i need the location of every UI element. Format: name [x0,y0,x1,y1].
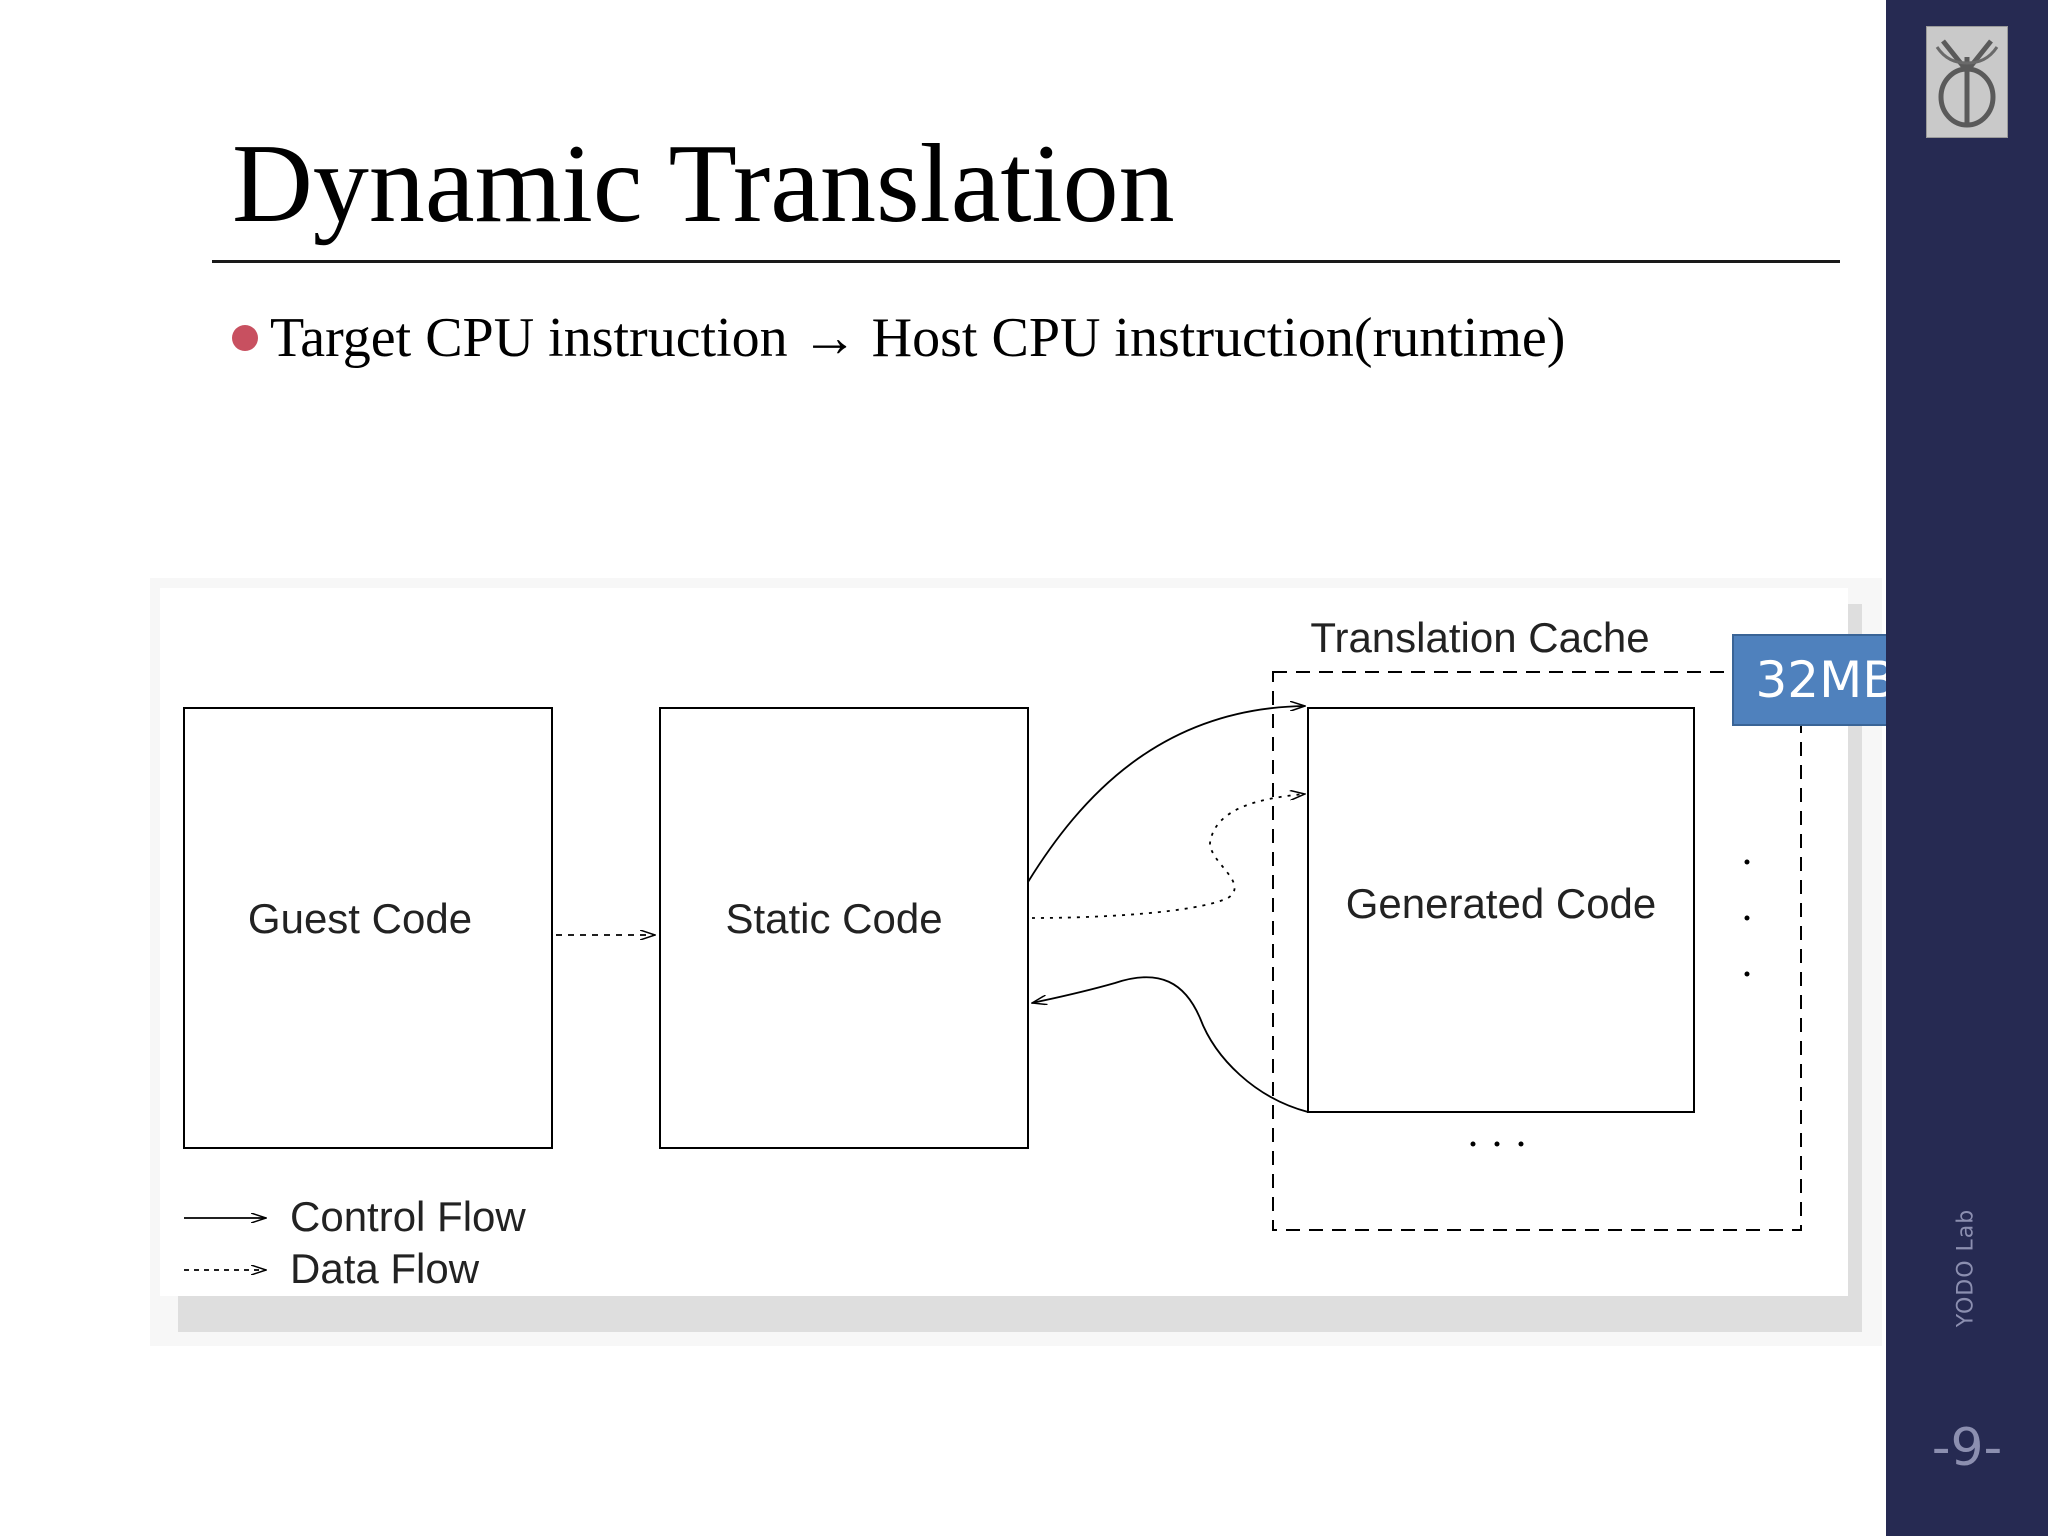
lab-name-label: YODO Lab [1953,1208,1979,1328]
generated-to-static-control-arrow [1032,976,1309,1113]
ellipsis-dot [1744,971,1750,977]
guest-code-label: Guest Code [248,895,472,942]
translation-cache-label: Translation Cache [1310,614,1649,661]
diagram-canvas: Guest Code Static Code Generated Code Tr… [183,614,1802,1292]
static-to-generated-control-arrow [1027,706,1305,883]
page-number: -9- [1931,1418,2003,1478]
ellipsis-dot [1744,859,1750,865]
legend-data-flow-label: Data Flow [290,1245,480,1292]
legend-control-flow-label: Control Flow [290,1193,526,1240]
static-to-generated-data-arrow [1031,794,1305,919]
lab-logo [1926,26,2008,138]
logo-emblem-icon [1935,39,1999,128]
bullet-text: Target CPU instruction → Host CPU instru… [270,307,1566,369]
generated-code-label: Generated Code [1346,880,1657,927]
static-code-box [659,707,1029,1149]
sidebar [1886,0,2048,1536]
ellipsis-dot [1744,915,1750,921]
ellipsis-dot [1518,1141,1524,1147]
bullet-dot-icon [232,325,258,351]
title-divider [212,260,1840,263]
slide-title: Dynamic Translation [232,122,1175,246]
static-code-label: Static Code [725,895,942,942]
translation-cache-box [1272,671,1802,1231]
generated-code-box [1307,707,1695,1113]
ellipsis-dot [1494,1141,1500,1147]
ellipsis-dot [1470,1141,1476,1147]
bullet-item: Target CPU instruction → Host CPU instru… [232,306,1565,370]
translation-diagram: Guest Code Static Code Generated Code Tr… [160,588,1848,1296]
guest-code-box [183,707,553,1149]
